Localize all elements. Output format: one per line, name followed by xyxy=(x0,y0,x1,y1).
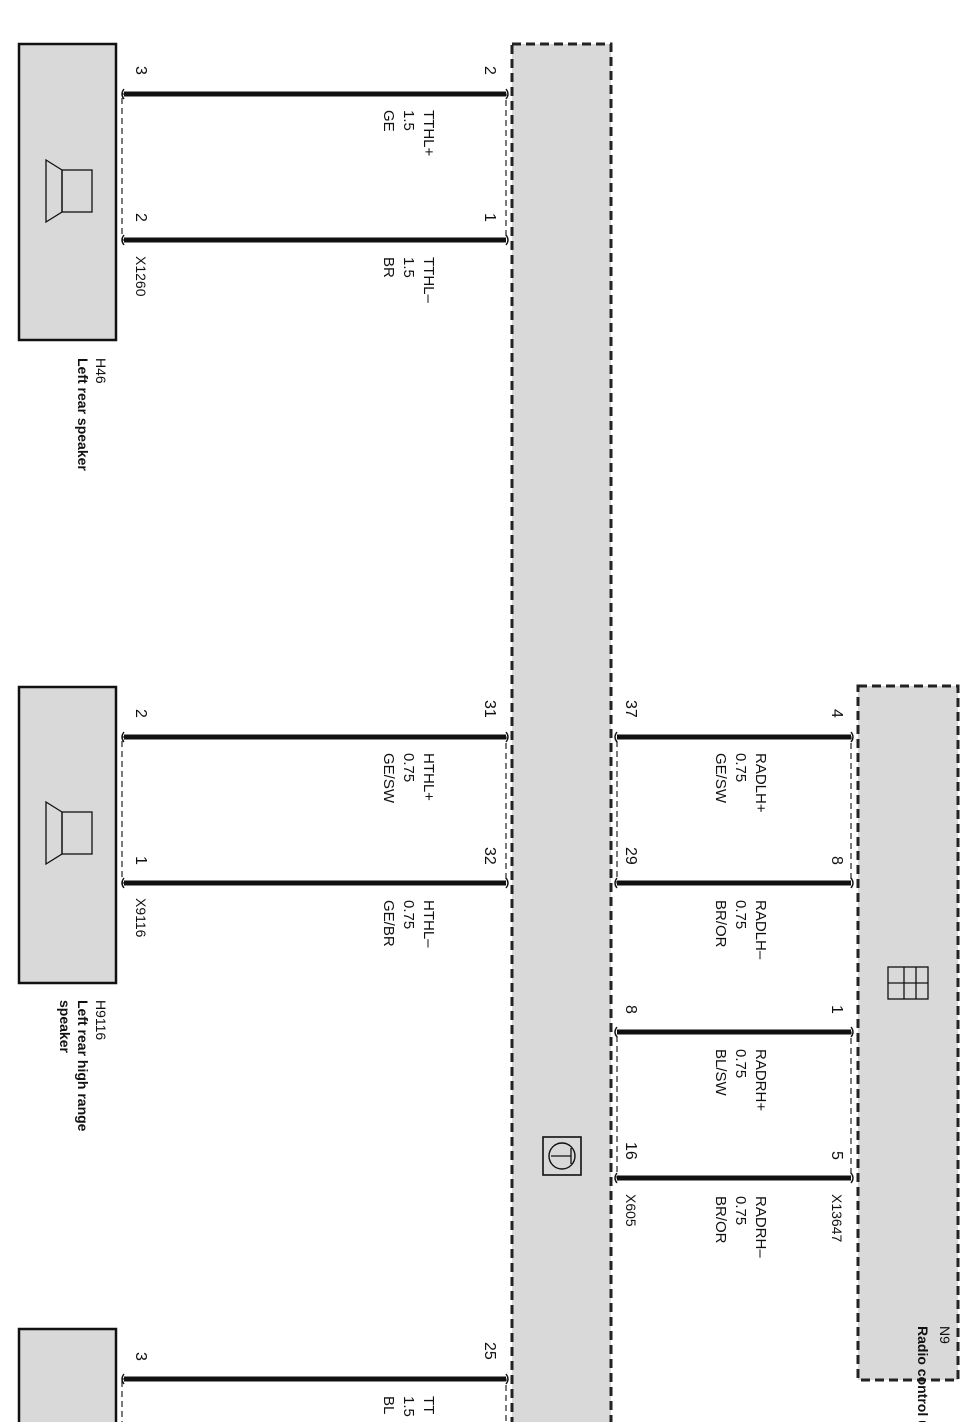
component-name: Left rear speaker xyxy=(75,358,91,471)
connector-label: X1260 xyxy=(133,256,149,297)
speaker-box-h46[interactable] xyxy=(17,42,118,342)
wire-size: 0.75 xyxy=(732,900,749,929)
speaker-icon xyxy=(45,158,93,224)
wire-color: BR xyxy=(380,257,397,278)
wire-signal: HTHL– xyxy=(420,900,437,948)
pin-label: 1 xyxy=(828,1005,845,1014)
wire-signal: HTHL+ xyxy=(420,753,437,801)
pin-label: 31 xyxy=(481,700,498,718)
component-name: Left rear high range xyxy=(75,1000,91,1132)
pin-label: 16 xyxy=(622,1142,639,1160)
wire-signal: RADLH+ xyxy=(752,753,769,813)
component-name: Radio control u xyxy=(915,1326,931,1422)
pin-label: 37 xyxy=(622,700,639,718)
pin-label: 4 xyxy=(828,709,845,718)
wire-size: 1.5 xyxy=(400,257,417,278)
wire-size: 0.75 xyxy=(732,1049,749,1078)
wire-signal: RADRH– xyxy=(752,1196,769,1258)
wire-size: 1.5 xyxy=(400,110,417,131)
component-code: N9 xyxy=(937,1326,953,1344)
component-name: speaker xyxy=(57,1000,73,1053)
pin-label: 3 xyxy=(132,66,149,75)
wire-color: BR/OR xyxy=(712,900,729,948)
pin-label: 29 xyxy=(622,847,639,865)
component-code: H9116 xyxy=(93,1000,109,1040)
amplifier-module[interactable] xyxy=(510,42,613,1422)
wire-color: GE/SW xyxy=(712,753,729,804)
radio-control-unit-box[interactable] xyxy=(856,684,960,1382)
pin-label: 3 xyxy=(132,1352,149,1361)
wire-size: 0.75 xyxy=(732,753,749,782)
wire-color: GE xyxy=(380,110,397,132)
pin-label: 25 xyxy=(481,1342,498,1360)
wire-color: BL/SW xyxy=(712,1049,729,1097)
speaker-box-partial[interactable] xyxy=(17,1327,118,1422)
wire-color: BR/OR xyxy=(712,1196,729,1244)
wire-signal: RADRH+ xyxy=(752,1049,769,1111)
pin-label: 2 xyxy=(481,66,498,75)
speaker-icon xyxy=(45,800,93,866)
wire-size: 0.75 xyxy=(732,1196,749,1225)
speaker-box-h9116[interactable] xyxy=(17,685,118,985)
pin-label: 8 xyxy=(828,856,845,865)
pin-terminals xyxy=(121,88,854,1385)
pin-label: 2 xyxy=(132,709,149,718)
pin-label: 1 xyxy=(481,213,498,222)
wire-signal: TTHL– xyxy=(420,257,437,304)
wire-color: GE/SW xyxy=(380,753,397,804)
wire-shield-h9116 xyxy=(121,736,507,884)
pin-label: 8 xyxy=(622,1005,639,1014)
connector-label: X9116 xyxy=(133,898,149,938)
wire-size: 0.75 xyxy=(400,753,417,782)
wire-shield-h46 xyxy=(121,93,507,241)
wire-signal: TT xyxy=(420,1396,437,1414)
wire-size: 1.5 xyxy=(400,1396,417,1417)
amplifier-module-icon xyxy=(542,1136,582,1176)
radio-unit-icon xyxy=(887,966,929,1000)
pin-label: 5 xyxy=(828,1151,845,1160)
connector-label: X605 xyxy=(623,1194,639,1227)
wire-size: 0.75 xyxy=(400,900,417,929)
pin-label: 32 xyxy=(481,847,498,865)
component-code: H46 xyxy=(93,358,109,384)
wire-shield-partial xyxy=(121,1378,507,1422)
pin-label: 1 xyxy=(132,856,149,865)
wire-signal: RADLH– xyxy=(752,900,769,960)
wire-signal: TTHL+ xyxy=(420,110,437,157)
connector-label: X13647 xyxy=(829,1194,845,1242)
wire-color: GE/BR xyxy=(380,900,397,947)
pin-label: 2 xyxy=(132,213,149,222)
wire-color: BL xyxy=(380,1396,397,1414)
